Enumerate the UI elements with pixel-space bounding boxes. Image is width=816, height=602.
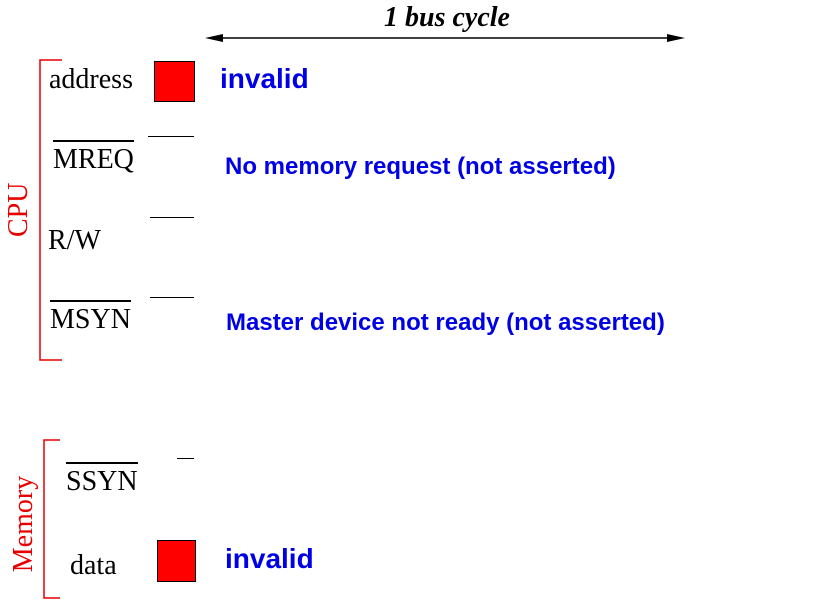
cpu-group-label: CPU	[3, 182, 34, 237]
signal-data-label: data	[70, 550, 117, 581]
signal-ssyn-label: SSYN	[66, 462, 138, 498]
msyn-signal-line	[150, 297, 194, 298]
mreq-state-text: No memory request (not asserted)	[225, 153, 616, 180]
ssyn-signal-line	[177, 458, 194, 459]
mreq-signal-line	[148, 136, 194, 137]
signal-msyn-label: MSYN	[50, 300, 131, 336]
signal-address-label: address	[49, 64, 133, 95]
cpu-bracket	[39, 59, 62, 361]
signal-mreq-label: MREQ	[53, 140, 134, 176]
signal-rw-label: R/W	[48, 225, 101, 256]
data-state-text: invalid	[225, 543, 314, 574]
signal-msyn-text: MSYN	[50, 300, 131, 336]
memory-group-label: Memory	[8, 475, 39, 573]
rw-signal-line	[150, 217, 194, 218]
address-state-text: invalid	[220, 63, 309, 94]
memory-bracket	[43, 439, 60, 599]
bus-cycle-arrow	[205, 34, 685, 42]
bus-cycle-label: 1 bus cycle	[384, 2, 510, 33]
msyn-state-text: Master device not ready (not asserted)	[226, 309, 665, 336]
data-invalid-box	[157, 540, 196, 582]
address-invalid-box	[154, 61, 195, 102]
signal-ssyn-text: SSYN	[66, 462, 138, 498]
signal-mreq-text: MREQ	[53, 140, 134, 176]
